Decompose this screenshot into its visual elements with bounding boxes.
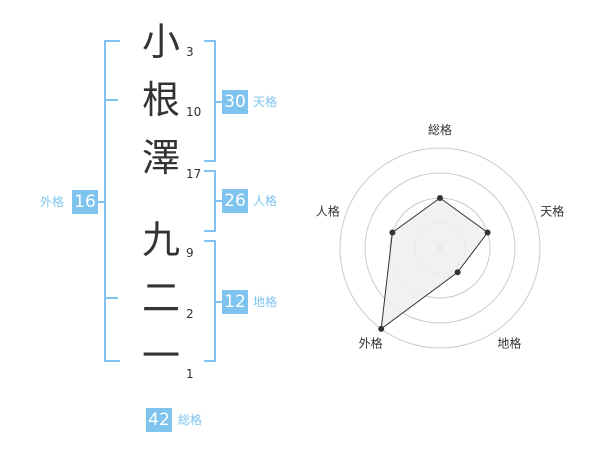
jinkaku-label: 人格 (253, 194, 278, 208)
stroke-count-5: 2 (186, 307, 194, 321)
bracket-tick (104, 297, 118, 299)
radar-ring (339, 147, 541, 349)
radar-shape (380, 197, 489, 330)
name-char-6: 一 (141, 334, 180, 378)
gaikaku-connector (96, 201, 104, 203)
stroke-count-6: 1 (186, 367, 194, 381)
radar-point (437, 195, 443, 201)
radar-point (484, 229, 491, 236)
jinkaku-bracket (204, 170, 216, 232)
name-char-1: 小 (141, 20, 180, 64)
tenkaku-label: 天格 (253, 95, 278, 109)
radar-point (389, 229, 396, 236)
jinkaku-value: 26 (222, 189, 248, 213)
radar-point (378, 325, 385, 332)
gaikaku-value: 16 (72, 190, 98, 214)
radar-ring (364, 172, 516, 324)
gaikaku-bracket (104, 40, 120, 362)
bracket-tick (104, 99, 118, 101)
tenkaku-value: 30 (222, 90, 248, 114)
radar-axis-label: 地格 (497, 335, 521, 350)
tenkaku-connector (216, 101, 222, 103)
chikaku-value: 12 (222, 290, 248, 314)
chikaku-bracket (204, 240, 216, 362)
radar-axis-label: 外格 (359, 335, 383, 350)
stroke-count-2: 10 (186, 105, 202, 119)
jinkaku-connector (216, 200, 222, 202)
radar-point (454, 269, 461, 276)
gaikaku-label: 外格 (40, 195, 65, 209)
name-char-4: 九 (141, 218, 180, 262)
soukaku-label: 総格 (178, 413, 203, 427)
name-char-3: 澤 (141, 136, 180, 180)
radar-axis-label: 人格 (316, 204, 340, 219)
stroke-count-1: 3 (186, 45, 194, 59)
name-char-2: 根 (141, 78, 180, 122)
stroke-count-3: 17 (186, 167, 202, 181)
stroke-count-4: 9 (186, 246, 194, 260)
chikaku-connector (216, 301, 222, 303)
radar-axis-label: 天格 (540, 204, 564, 219)
radar-points (378, 195, 491, 332)
radar-axis-label: 総格 (428, 122, 452, 137)
chikaku-label: 地格 (253, 295, 278, 309)
name-char-5: 二 (141, 276, 180, 320)
soukaku-value: 42 (146, 408, 172, 432)
tenkaku-bracket (204, 40, 216, 162)
